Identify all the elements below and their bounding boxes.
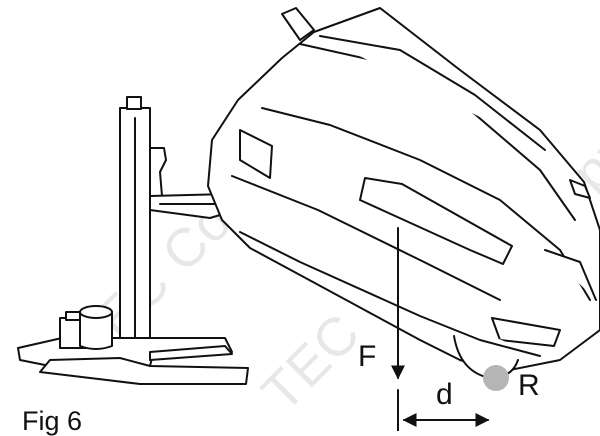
distance-label: d [436, 378, 453, 411]
force-label: F [358, 340, 377, 373]
pump-motor [79, 311, 113, 350]
reaction-point [483, 365, 509, 391]
car [207, 7, 600, 379]
annotations [391, 227, 490, 431]
license-plate [359, 177, 513, 265]
reaction-label: R [518, 369, 540, 402]
lift-leg-front [39, 357, 249, 385]
lift-carriage [149, 147, 167, 201]
lift-mast-cap [126, 96, 142, 110]
figure-caption: Fig 6 [22, 406, 83, 436]
